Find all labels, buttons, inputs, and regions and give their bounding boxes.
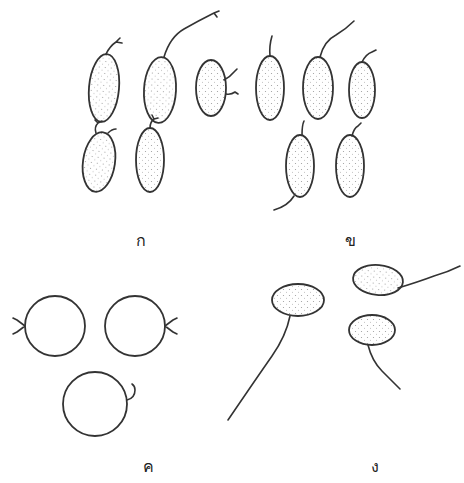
bacterium-cell bbox=[349, 315, 395, 345]
bacterium-cell bbox=[336, 135, 364, 197]
bacterium-cell bbox=[142, 56, 177, 124]
bacterium-cell bbox=[86, 53, 122, 123]
bacterium-cell bbox=[286, 135, 314, 197]
bacterium-cell bbox=[105, 296, 165, 356]
panel-label: ข bbox=[345, 233, 356, 249]
bacterium-cell bbox=[196, 60, 226, 116]
bacterium-cell bbox=[352, 263, 404, 297]
panel-label: ค bbox=[143, 459, 154, 475]
flagella bbox=[13, 11, 460, 420]
bacterium-cell bbox=[272, 284, 324, 316]
bacterium-cell bbox=[256, 56, 284, 120]
bacterium-cell bbox=[25, 296, 85, 356]
panel-label: ก bbox=[136, 233, 146, 249]
panel-label: ง bbox=[371, 459, 379, 475]
bacterium-cell bbox=[79, 130, 119, 194]
bacterium-cell bbox=[136, 128, 164, 192]
bacterium-cell bbox=[63, 372, 127, 436]
bacterium-cell bbox=[303, 57, 333, 119]
bacterium-cell bbox=[349, 62, 375, 118]
